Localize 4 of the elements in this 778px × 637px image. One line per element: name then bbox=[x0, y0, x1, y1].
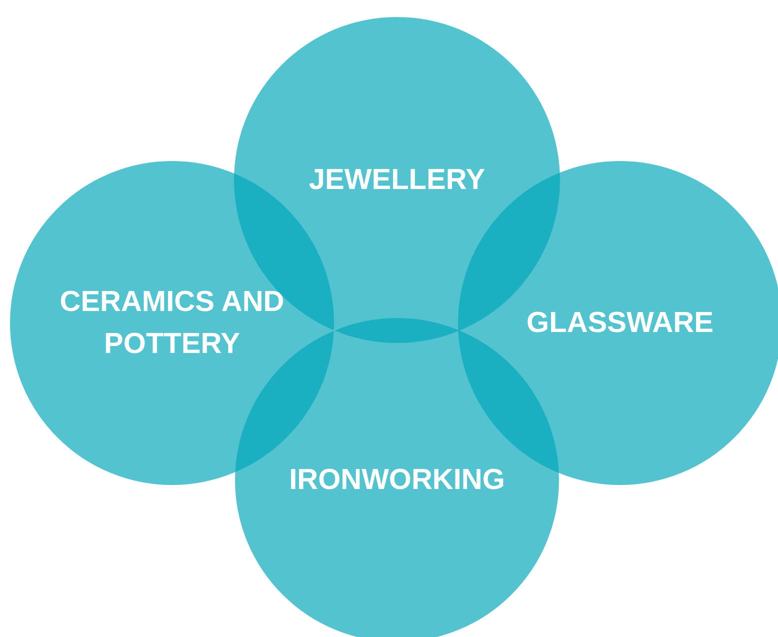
circle-label: CERAMICS AND POTTERY bbox=[58, 284, 286, 362]
circle-label: IRONWORKING bbox=[289, 462, 505, 498]
circle-label: JEWELLERY bbox=[308, 162, 486, 198]
circle-label: GLASSWARE bbox=[526, 306, 714, 341]
